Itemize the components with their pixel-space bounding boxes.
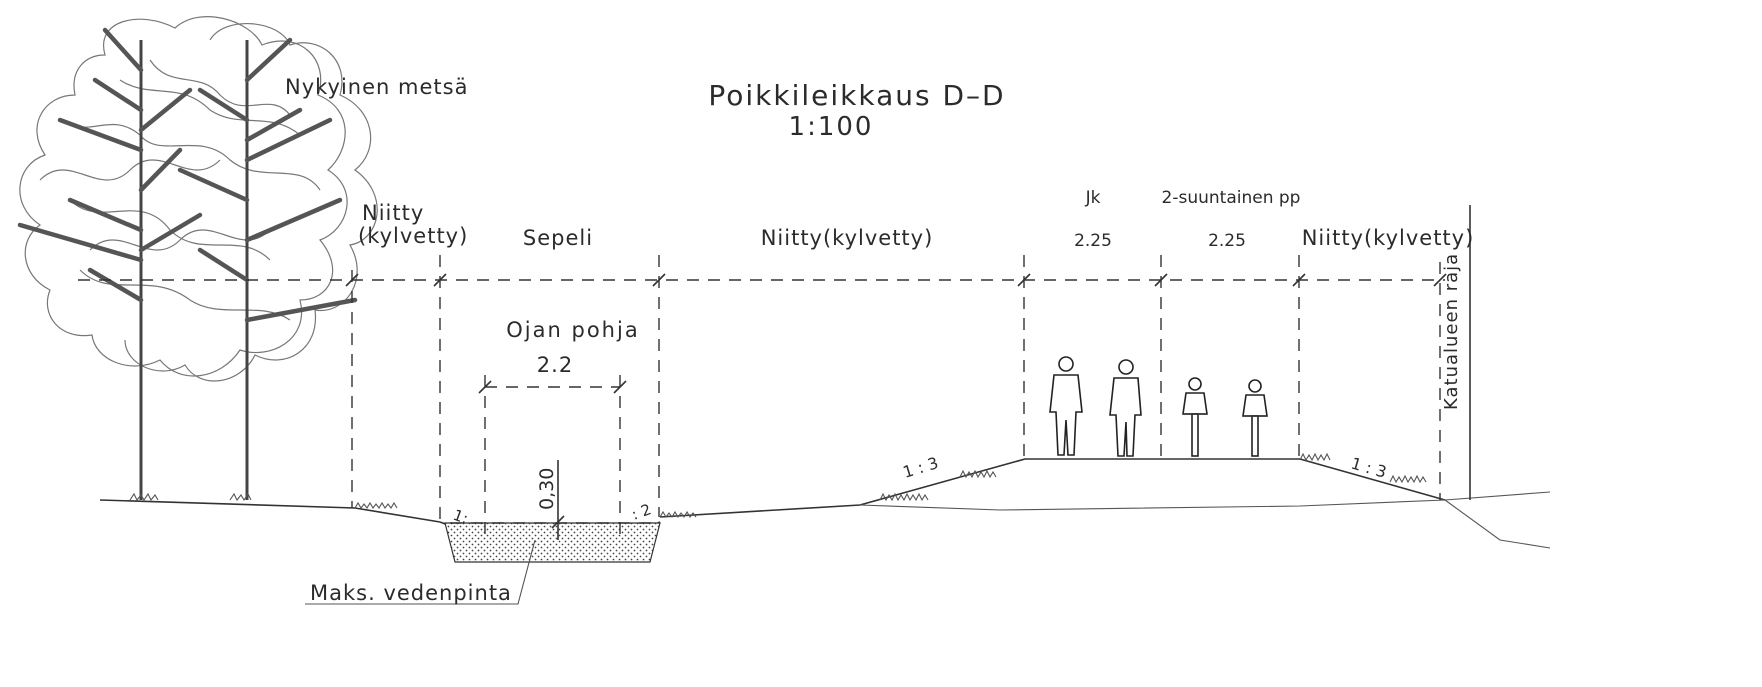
ditch-depth-label: 0,30 xyxy=(536,468,558,510)
niitty-left-label-2: (kylvetty) xyxy=(358,224,468,248)
pedestrian-1 xyxy=(1049,356,1083,456)
cyclist-2 xyxy=(1242,379,1268,457)
jk-width-label: 2.25 xyxy=(1074,231,1112,251)
pedestrian-2 xyxy=(1109,359,1142,457)
niitty-left-label-1: Niitty xyxy=(362,201,424,225)
niitty-right-label: Niitty(kylvetty) xyxy=(1302,226,1475,250)
drawing-scale: 1:100 xyxy=(789,112,874,142)
slope-ditch-right: : 2 xyxy=(629,500,653,524)
forest-trees xyxy=(17,16,378,502)
ditch-bottom-width: 2.2 xyxy=(537,353,573,377)
forest-label: Nykyinen metsä xyxy=(285,75,468,99)
jk-label: Jk xyxy=(1085,188,1101,208)
pp-label: 2-suuntainen pp xyxy=(1162,188,1301,208)
sepeli-label: Sepeli xyxy=(523,226,593,250)
pp-width-label: 2.25 xyxy=(1208,231,1246,251)
ground-profile xyxy=(99,452,1551,563)
slope-embankment-right: 1 : 3 xyxy=(1349,454,1389,482)
slope-embankment-left: 1 : 3 xyxy=(901,453,941,482)
boundary-label: Katualueen raja xyxy=(1441,253,1462,410)
drawing-title: Poikkileikkaus D–D xyxy=(708,79,1005,112)
slope-ditch-left: 1: xyxy=(451,506,471,528)
ditch-bottom-label: Ojan pohja xyxy=(506,318,639,342)
max-water-level-label: Maks. vedenpinta xyxy=(310,581,512,605)
cyclist-1 xyxy=(1182,377,1208,457)
dimension-lines xyxy=(78,205,1471,605)
niitty-middle-label: Niitty(kylvetty) xyxy=(761,226,934,250)
